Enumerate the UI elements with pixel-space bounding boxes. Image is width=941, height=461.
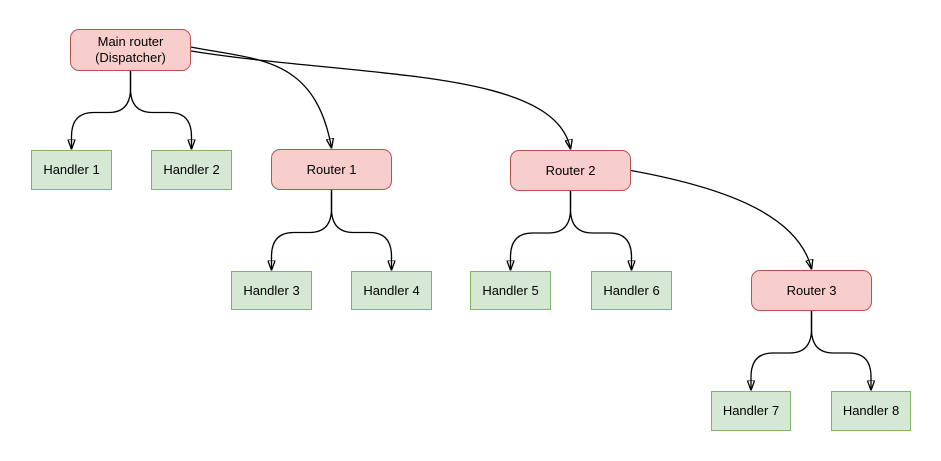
- node-handler-3: Handler 3: [231, 271, 312, 310]
- main-router-label-line2: (Dispatcher): [95, 50, 166, 65]
- edge-router-3-to-handler-7: [751, 311, 813, 390]
- main-router-label-line1: Main router: [97, 34, 164, 49]
- handler-4-label: Handler 4: [363, 282, 420, 298]
- edge-main-router-to-router-2: [190, 50, 571, 149]
- node-handler-1: Handler 1: [31, 150, 112, 190]
- edge-router-2-to-router-3: [630, 169, 812, 270]
- router-1-label: Router 1: [306, 161, 357, 177]
- edge-router-1-to-handler-3: [272, 190, 333, 270]
- edge-router-2-to-handler-6: [569, 191, 632, 270]
- node-handler-2: Handler 2: [151, 150, 232, 190]
- node-handler-7: Handler 7: [711, 391, 791, 431]
- handler-3-label: Handler 3: [243, 282, 300, 298]
- node-router-3: Router 3: [751, 270, 872, 311]
- handler-5-label: Handler 5: [482, 282, 539, 298]
- edge-main-router-to-handler-1: [72, 71, 132, 149]
- main-router-label: Main router (Dispatcher): [95, 34, 166, 66]
- router-3-label: Router 3: [786, 282, 837, 298]
- handler-8-label: Handler 8: [842, 403, 900, 418]
- handler-7-label: Handler 7: [722, 403, 780, 418]
- node-router-2: Router 2: [510, 150, 631, 191]
- node-main-router: Main router (Dispatcher): [70, 29, 191, 71]
- node-handler-5: Handler 5: [470, 271, 551, 310]
- handler-1-label: Handler 1: [43, 162, 100, 177]
- edge-router-2-to-handler-5: [511, 191, 572, 270]
- node-router-1: Router 1: [271, 149, 392, 190]
- node-handler-6: Handler 6: [591, 271, 672, 310]
- node-handler-4: Handler 4: [351, 271, 432, 310]
- edge-main-router-to-handler-2: [129, 71, 192, 149]
- edge-router-1-to-handler-4: [330, 190, 392, 270]
- handler-6-label: Handler 6: [603, 282, 660, 298]
- router-2-label: Router 2: [545, 162, 596, 178]
- edge-router-3-to-handler-8: [810, 311, 872, 390]
- handler-2-label: Handler 2: [163, 162, 220, 177]
- node-handler-8: Handler 8: [831, 391, 911, 431]
- edge-main-router-to-router-1: [190, 46, 332, 148]
